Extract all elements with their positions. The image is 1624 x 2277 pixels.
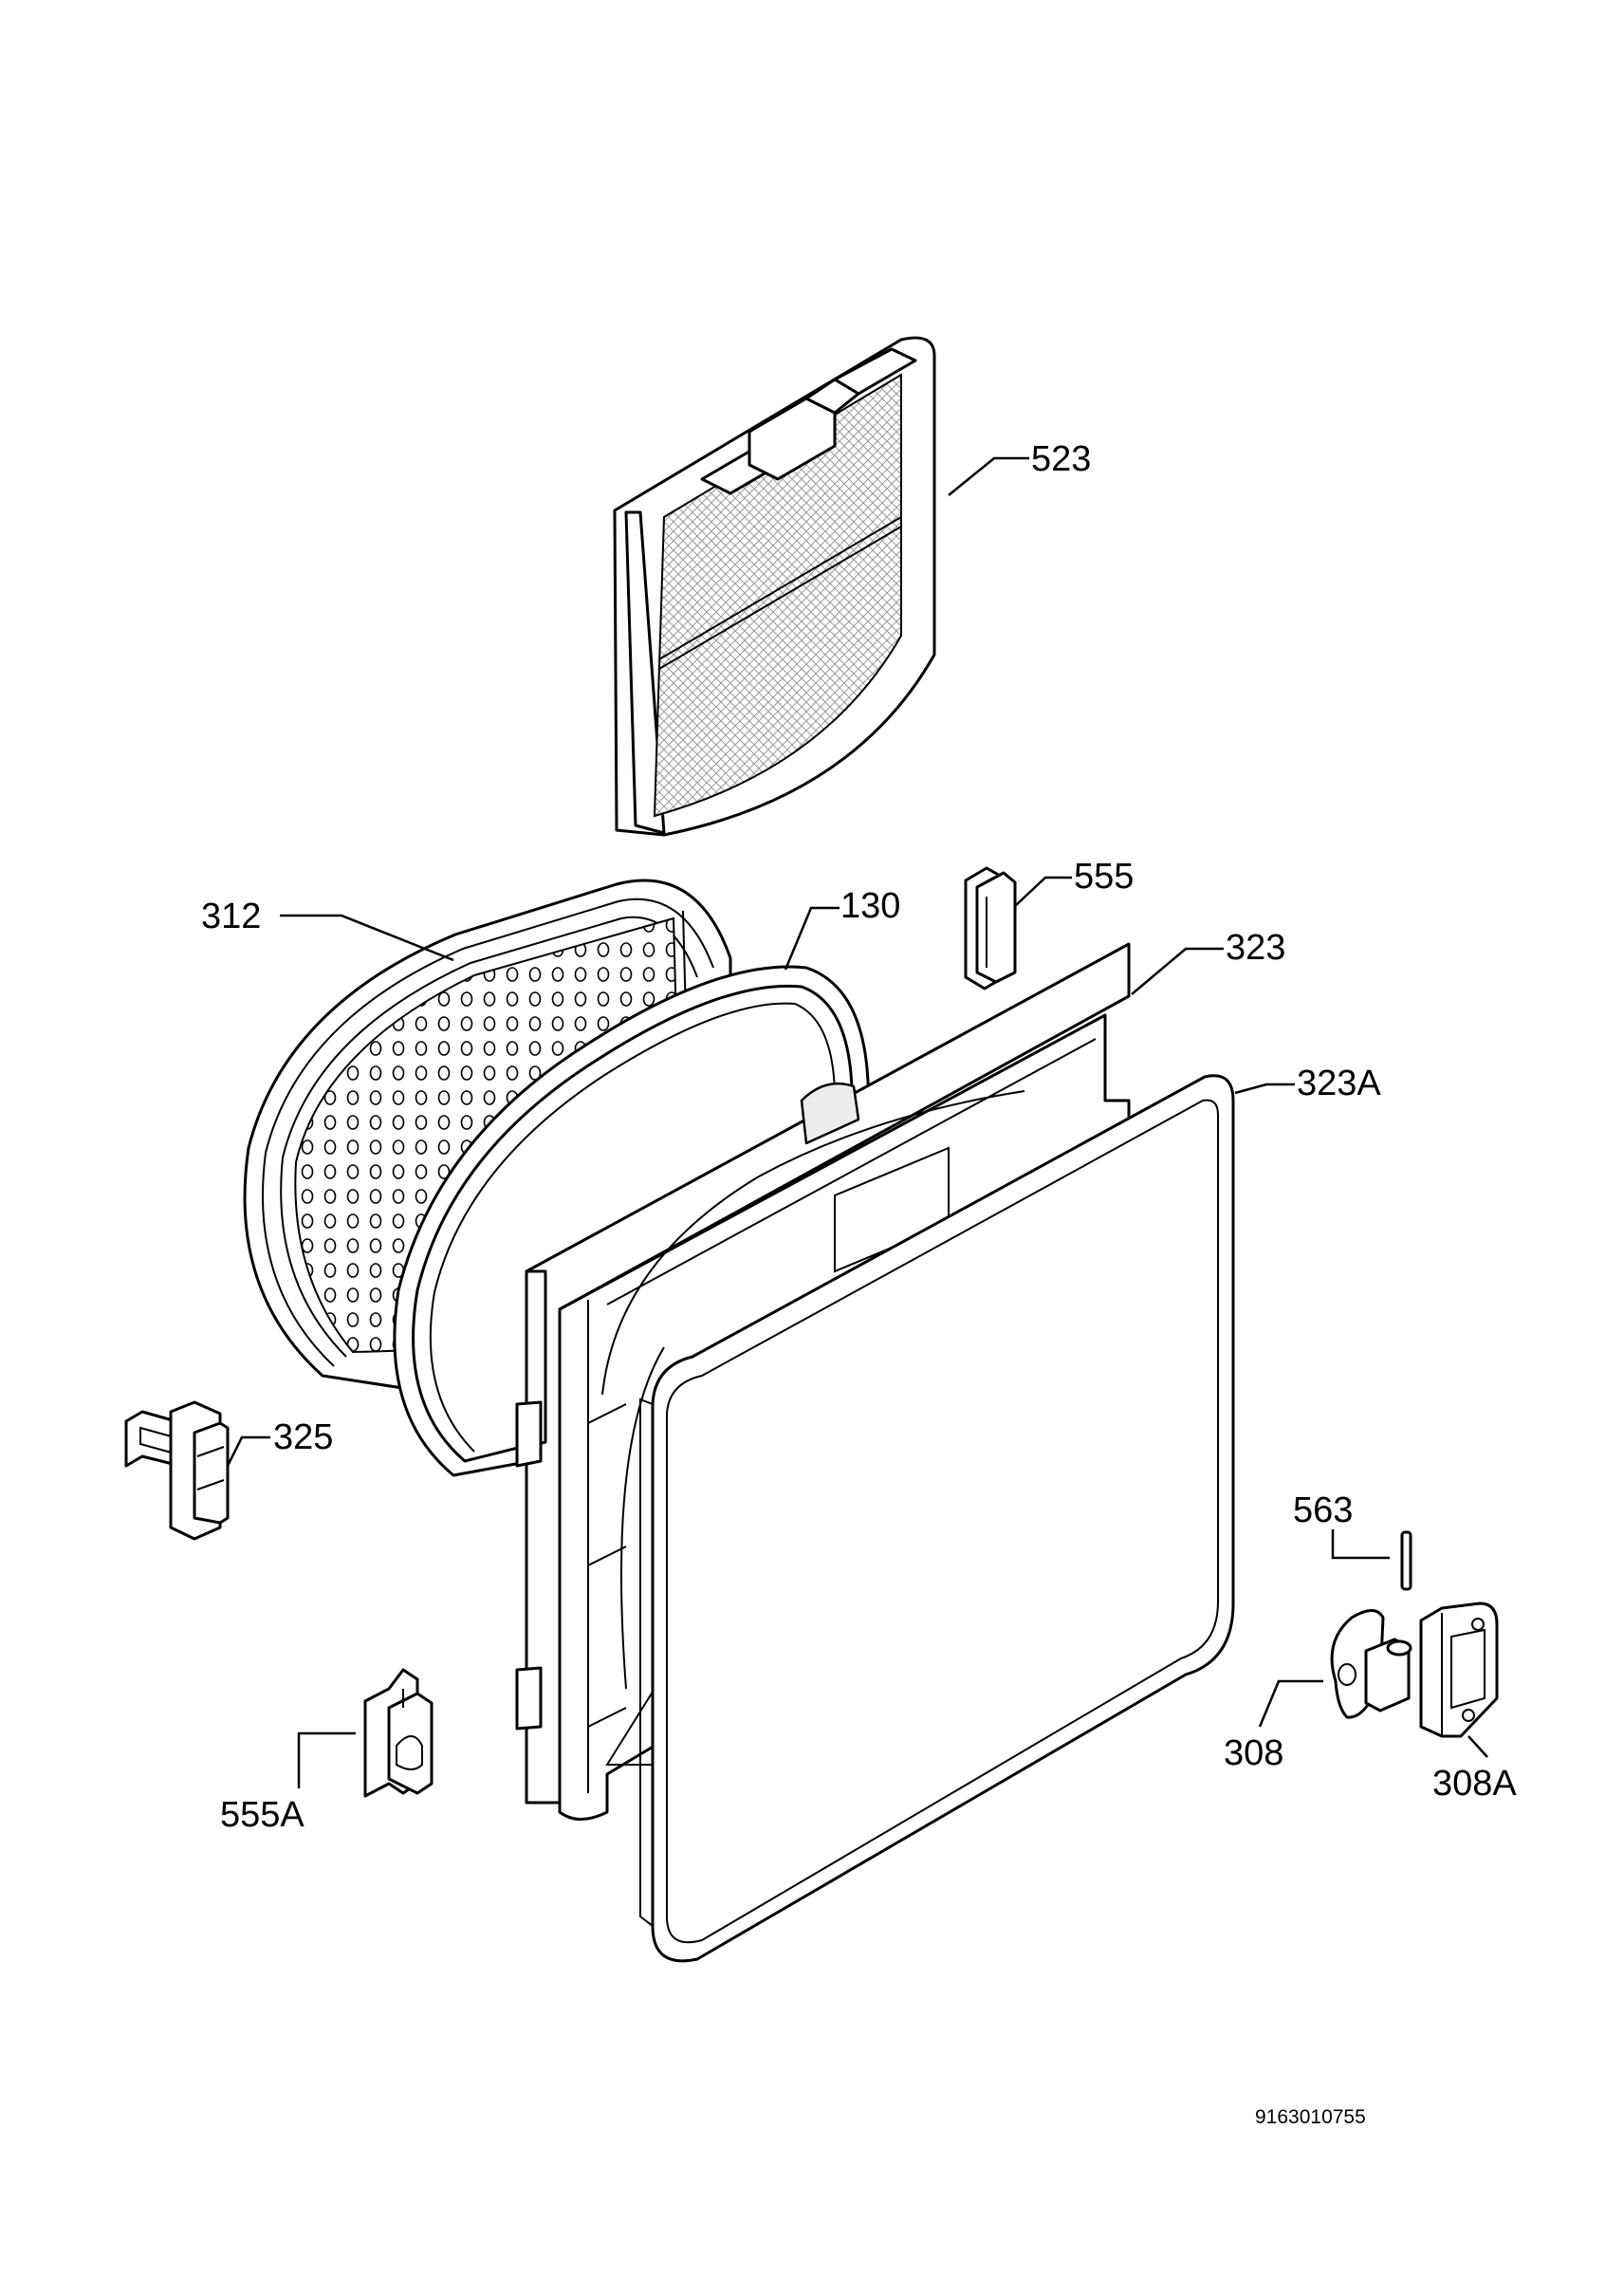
leader-308A (1467, 1735, 1488, 1758)
part-labels: 523 312 130 555 323 323A 325 563 308 308… (201, 439, 1517, 1835)
part-523-lint-filter (613, 336, 936, 837)
label-308A: 308A (1432, 1764, 1517, 1804)
leader-555A (297, 1731, 356, 1788)
label-323: 323 (1226, 928, 1285, 968)
label-130: 130 (840, 886, 900, 926)
part-555A-catch (363, 1668, 434, 1798)
leader-323 (1131, 947, 1224, 995)
leader-130 (784, 906, 840, 971)
part-323A-outer-door (639, 1074, 1235, 1963)
label-325: 325 (273, 1417, 333, 1457)
part-325-door-lock (124, 1400, 230, 1541)
leader-523 (948, 456, 1029, 496)
part-555-door-hook (964, 866, 1017, 990)
leader-312 (280, 914, 454, 962)
label-555: 555 (1074, 857, 1134, 897)
label-323A: 323A (1297, 1064, 1381, 1103)
part-563-pin (1400, 1530, 1412, 1591)
label-563: 563 (1293, 1490, 1353, 1530)
document-number: 9163010755 (1255, 2106, 1366, 2128)
label-523: 523 (1031, 439, 1091, 479)
leader-308 (1258, 1679, 1323, 1728)
leader-563 (1331, 1529, 1390, 1560)
label-555A: 555A (220, 1795, 304, 1835)
label-308: 308 (1224, 1733, 1283, 1773)
part-308A-hinge-bracket (1419, 1601, 1499, 1738)
leader-555 (1014, 876, 1072, 907)
part-308-hinge (1330, 1609, 1412, 1719)
leader-lines (226, 456, 1488, 1788)
leader-325 (226, 1435, 270, 1467)
label-312: 312 (201, 897, 261, 936)
leader-323A (1234, 1083, 1295, 1095)
